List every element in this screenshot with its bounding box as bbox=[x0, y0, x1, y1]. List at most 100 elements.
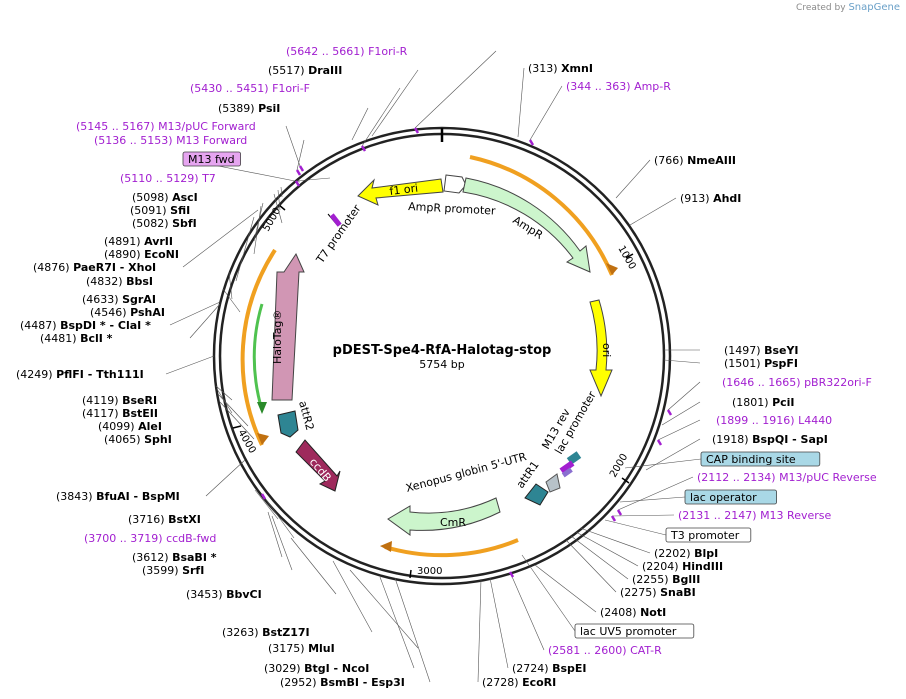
enzyme-name: EcoNI bbox=[144, 248, 179, 261]
ampr-orf-arc bbox=[469, 155, 614, 276]
enzyme-name: EcoRI bbox=[522, 676, 556, 689]
halotag-feature[interactable] bbox=[271, 252, 305, 401]
primer-range: (5430 .. 5451) bbox=[190, 82, 272, 95]
snapgene-logo: SnapGene bbox=[848, 2, 900, 13]
enzyme-label-4: (913) AhdI bbox=[680, 192, 741, 205]
lac-promoter-glyph[interactable] bbox=[545, 473, 561, 493]
boxed-feature-3[interactable]: T3 promoter bbox=[665, 527, 752, 543]
boxed-feature-4[interactable]: lac UV5 promoter bbox=[574, 623, 695, 639]
enzyme-label-24: (3599) SrfI bbox=[142, 564, 204, 577]
boxed-feature-0[interactable]: M13 fwd bbox=[182, 151, 241, 167]
enzyme-position: (5098) bbox=[132, 191, 172, 204]
primer-mark-10 bbox=[508, 571, 515, 578]
cmr-orf-arrowhead bbox=[380, 541, 392, 552]
enzyme-name: PsiI bbox=[258, 102, 280, 115]
ampr-feature[interactable] bbox=[462, 177, 591, 273]
enzyme-name: BsmBI - Esp3I bbox=[320, 676, 405, 689]
primer-label-11: (3700 .. 3719) ccdB-fwd bbox=[84, 532, 216, 545]
enzyme-name: SphI bbox=[144, 433, 172, 446]
enzyme-position: (3029) bbox=[264, 662, 304, 675]
boxed-feature-label: CAP binding site bbox=[706, 453, 796, 466]
enzyme-label-0: (5517) DraIII bbox=[268, 64, 342, 77]
attr1-feature[interactable] bbox=[524, 483, 549, 506]
enzyme-position: (3612) bbox=[132, 551, 172, 564]
enzyme-name: BseRI bbox=[122, 394, 157, 407]
enzyme-label-2: (313) XmnI bbox=[528, 62, 593, 75]
plasmid-name: pDEST-Spe4-RfA-Halotag-stop bbox=[333, 343, 552, 358]
primer-name: CAT-R bbox=[630, 644, 662, 657]
enzyme-label-35: (2204) HindIII bbox=[642, 560, 723, 573]
credit-prefix: Created by bbox=[796, 3, 846, 13]
enzyme-name: BstZ17I bbox=[262, 626, 310, 639]
enzyme-name: BsaBI * bbox=[172, 551, 217, 564]
primer-range: (2112 .. 2134) bbox=[697, 471, 779, 484]
ampr-promoter-label: AmpR promoter bbox=[408, 200, 496, 218]
enzyme-label-37: (1497) BseYI bbox=[724, 344, 799, 357]
enzyme-label-38: (1501) PspFI bbox=[724, 357, 798, 370]
primer-name: M13/pUC Reverse bbox=[779, 471, 877, 484]
ccdb-feature[interactable] bbox=[295, 439, 341, 492]
enzyme-label-16: (4249) PflFI - Tth111I bbox=[16, 368, 144, 381]
enzyme-name: AscI bbox=[172, 191, 198, 204]
lac-operator-glyph[interactable] bbox=[559, 460, 575, 474]
ccdb-green-arc bbox=[252, 303, 264, 411]
enzyme-label-26: (3263) BstZ17I bbox=[222, 626, 310, 639]
primer-label-5: (344 .. 363) Amp-R bbox=[566, 80, 671, 93]
enzyme-name: BglII bbox=[672, 573, 700, 586]
enzyme-name: XmnI bbox=[561, 62, 593, 75]
primer-range: (5110 .. 5129) bbox=[120, 172, 202, 185]
enzyme-label-32: (2408) NotI bbox=[600, 606, 666, 619]
enzyme-position: (5091) bbox=[130, 204, 170, 217]
enzyme-label-31: (2728) EcoRI bbox=[482, 676, 556, 689]
enzyme-label-21: (3843) BfuAI - BspMI bbox=[56, 490, 180, 503]
primer-mark-6 bbox=[666, 409, 673, 416]
primer-label-8: (2112 .. 2134) M13/pUC Reverse bbox=[697, 471, 877, 484]
enzyme-label-14: (4487) BspDI * - ClaI * bbox=[20, 319, 151, 332]
enzyme-position: (5082) bbox=[132, 217, 172, 230]
enzyme-position: (4633) bbox=[82, 293, 122, 306]
f1-ori-feature[interactable] bbox=[357, 178, 444, 206]
enzyme-position: (5517) bbox=[268, 64, 308, 77]
halotag-orf-arc bbox=[240, 248, 277, 446]
enzyme-label-15: (4481) BclI * bbox=[40, 332, 113, 345]
enzyme-name: NmeAIII bbox=[687, 154, 736, 167]
enzyme-name: BseYI bbox=[764, 344, 798, 357]
primer-mark-0 bbox=[413, 127, 420, 134]
primer-mark-4 bbox=[294, 180, 301, 187]
enzyme-name: BfuAI - BspMI bbox=[96, 490, 180, 503]
enzyme-label-3: (766) NmeAIII bbox=[654, 154, 736, 167]
t7-promoter-feature[interactable] bbox=[329, 213, 342, 227]
enzyme-name: PshAI bbox=[130, 306, 165, 319]
primer-site-marks bbox=[260, 127, 673, 578]
primer-label-0: (5642 .. 5661) F1ori-R bbox=[286, 45, 408, 58]
enzyme-position: (1918) bbox=[712, 433, 752, 446]
enzyme-name: AhdI bbox=[713, 192, 741, 205]
cmr-orf-arc bbox=[384, 538, 519, 558]
primer-label-10: (2581 .. 2600) CAT-R bbox=[548, 644, 662, 657]
ampr-promoter-feature[interactable] bbox=[443, 174, 467, 194]
boxed-feature-2[interactable]: lac operator bbox=[684, 489, 777, 505]
primer-range: (1646 .. 1665) bbox=[722, 376, 804, 389]
enzyme-label-34: (2255) BglII bbox=[632, 573, 700, 586]
primer-range: (3700 .. 3719) bbox=[84, 532, 166, 545]
m13-rev-glyph[interactable] bbox=[561, 467, 573, 478]
primer-label-1: (5430 .. 5451) F1ori-F bbox=[190, 82, 310, 95]
attr2-label: attR2 bbox=[296, 399, 316, 431]
enzyme-position: (3453) bbox=[186, 588, 226, 601]
primer-mark-7 bbox=[656, 439, 663, 446]
enzyme-position: (4117) bbox=[82, 407, 122, 420]
boxed-feature-label: T3 promoter bbox=[670, 529, 740, 542]
cmr-feature[interactable] bbox=[387, 497, 501, 536]
enzyme-label-12: (4633) SgrAI bbox=[82, 293, 156, 306]
enzyme-position: (2204) bbox=[642, 560, 682, 573]
attr2-feature[interactable] bbox=[277, 410, 299, 438]
primer-name: ccdB-fwd bbox=[166, 532, 216, 545]
enzyme-position: (4890) bbox=[104, 248, 144, 261]
tick-label-3000: 3000 bbox=[417, 566, 442, 577]
enzyme-name: PspFI bbox=[764, 357, 798, 370]
enzyme-label-13: (4546) PshAI bbox=[90, 306, 165, 319]
ori-feature[interactable] bbox=[589, 299, 613, 398]
boxed-feature-1[interactable]: CAP binding site bbox=[700, 451, 821, 467]
enzyme-position: (4481) bbox=[40, 332, 80, 345]
